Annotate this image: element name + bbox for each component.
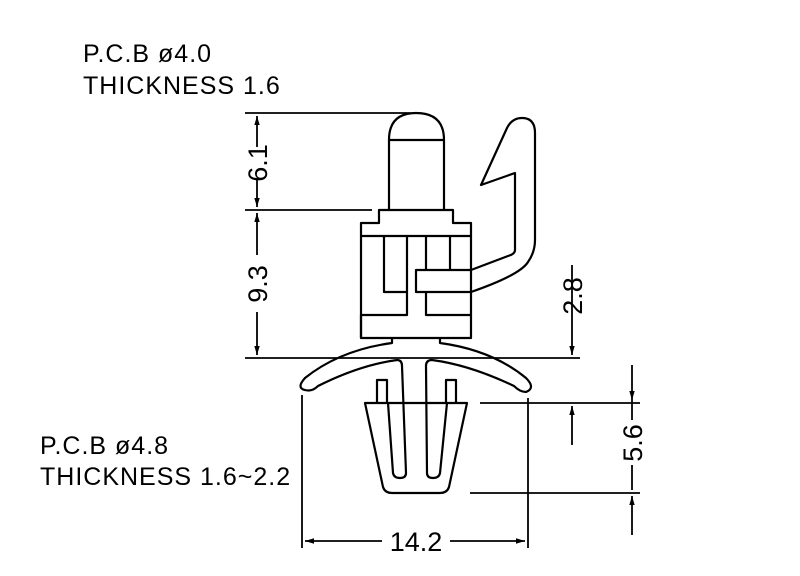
skirt [299, 338, 533, 480]
dim-skirt-gap: 2.8 [558, 277, 588, 315]
dim-clip-height: 5.6 [618, 424, 648, 462]
bottom-thickness-label: THICKNESS 1.6~2.2 [40, 463, 292, 491]
bottom-clip [363, 378, 469, 495]
dim-skirt-width: 14.2 [390, 527, 443, 557]
body [359, 208, 473, 340]
dim-top-height: 6.1 [243, 144, 273, 182]
dimension-lines [245, 112, 640, 548]
dim-body-height: 9.3 [243, 265, 273, 303]
top-pcb-hole-label: P.C.B ø4.0 [83, 40, 213, 68]
post-head [387, 111, 446, 210]
top-thickness-label: THICKNESS 1.6 [83, 72, 281, 100]
latch-hook [414, 116, 537, 294]
bottom-pcb-hole-label: P.C.B ø4.8 [40, 432, 170, 460]
